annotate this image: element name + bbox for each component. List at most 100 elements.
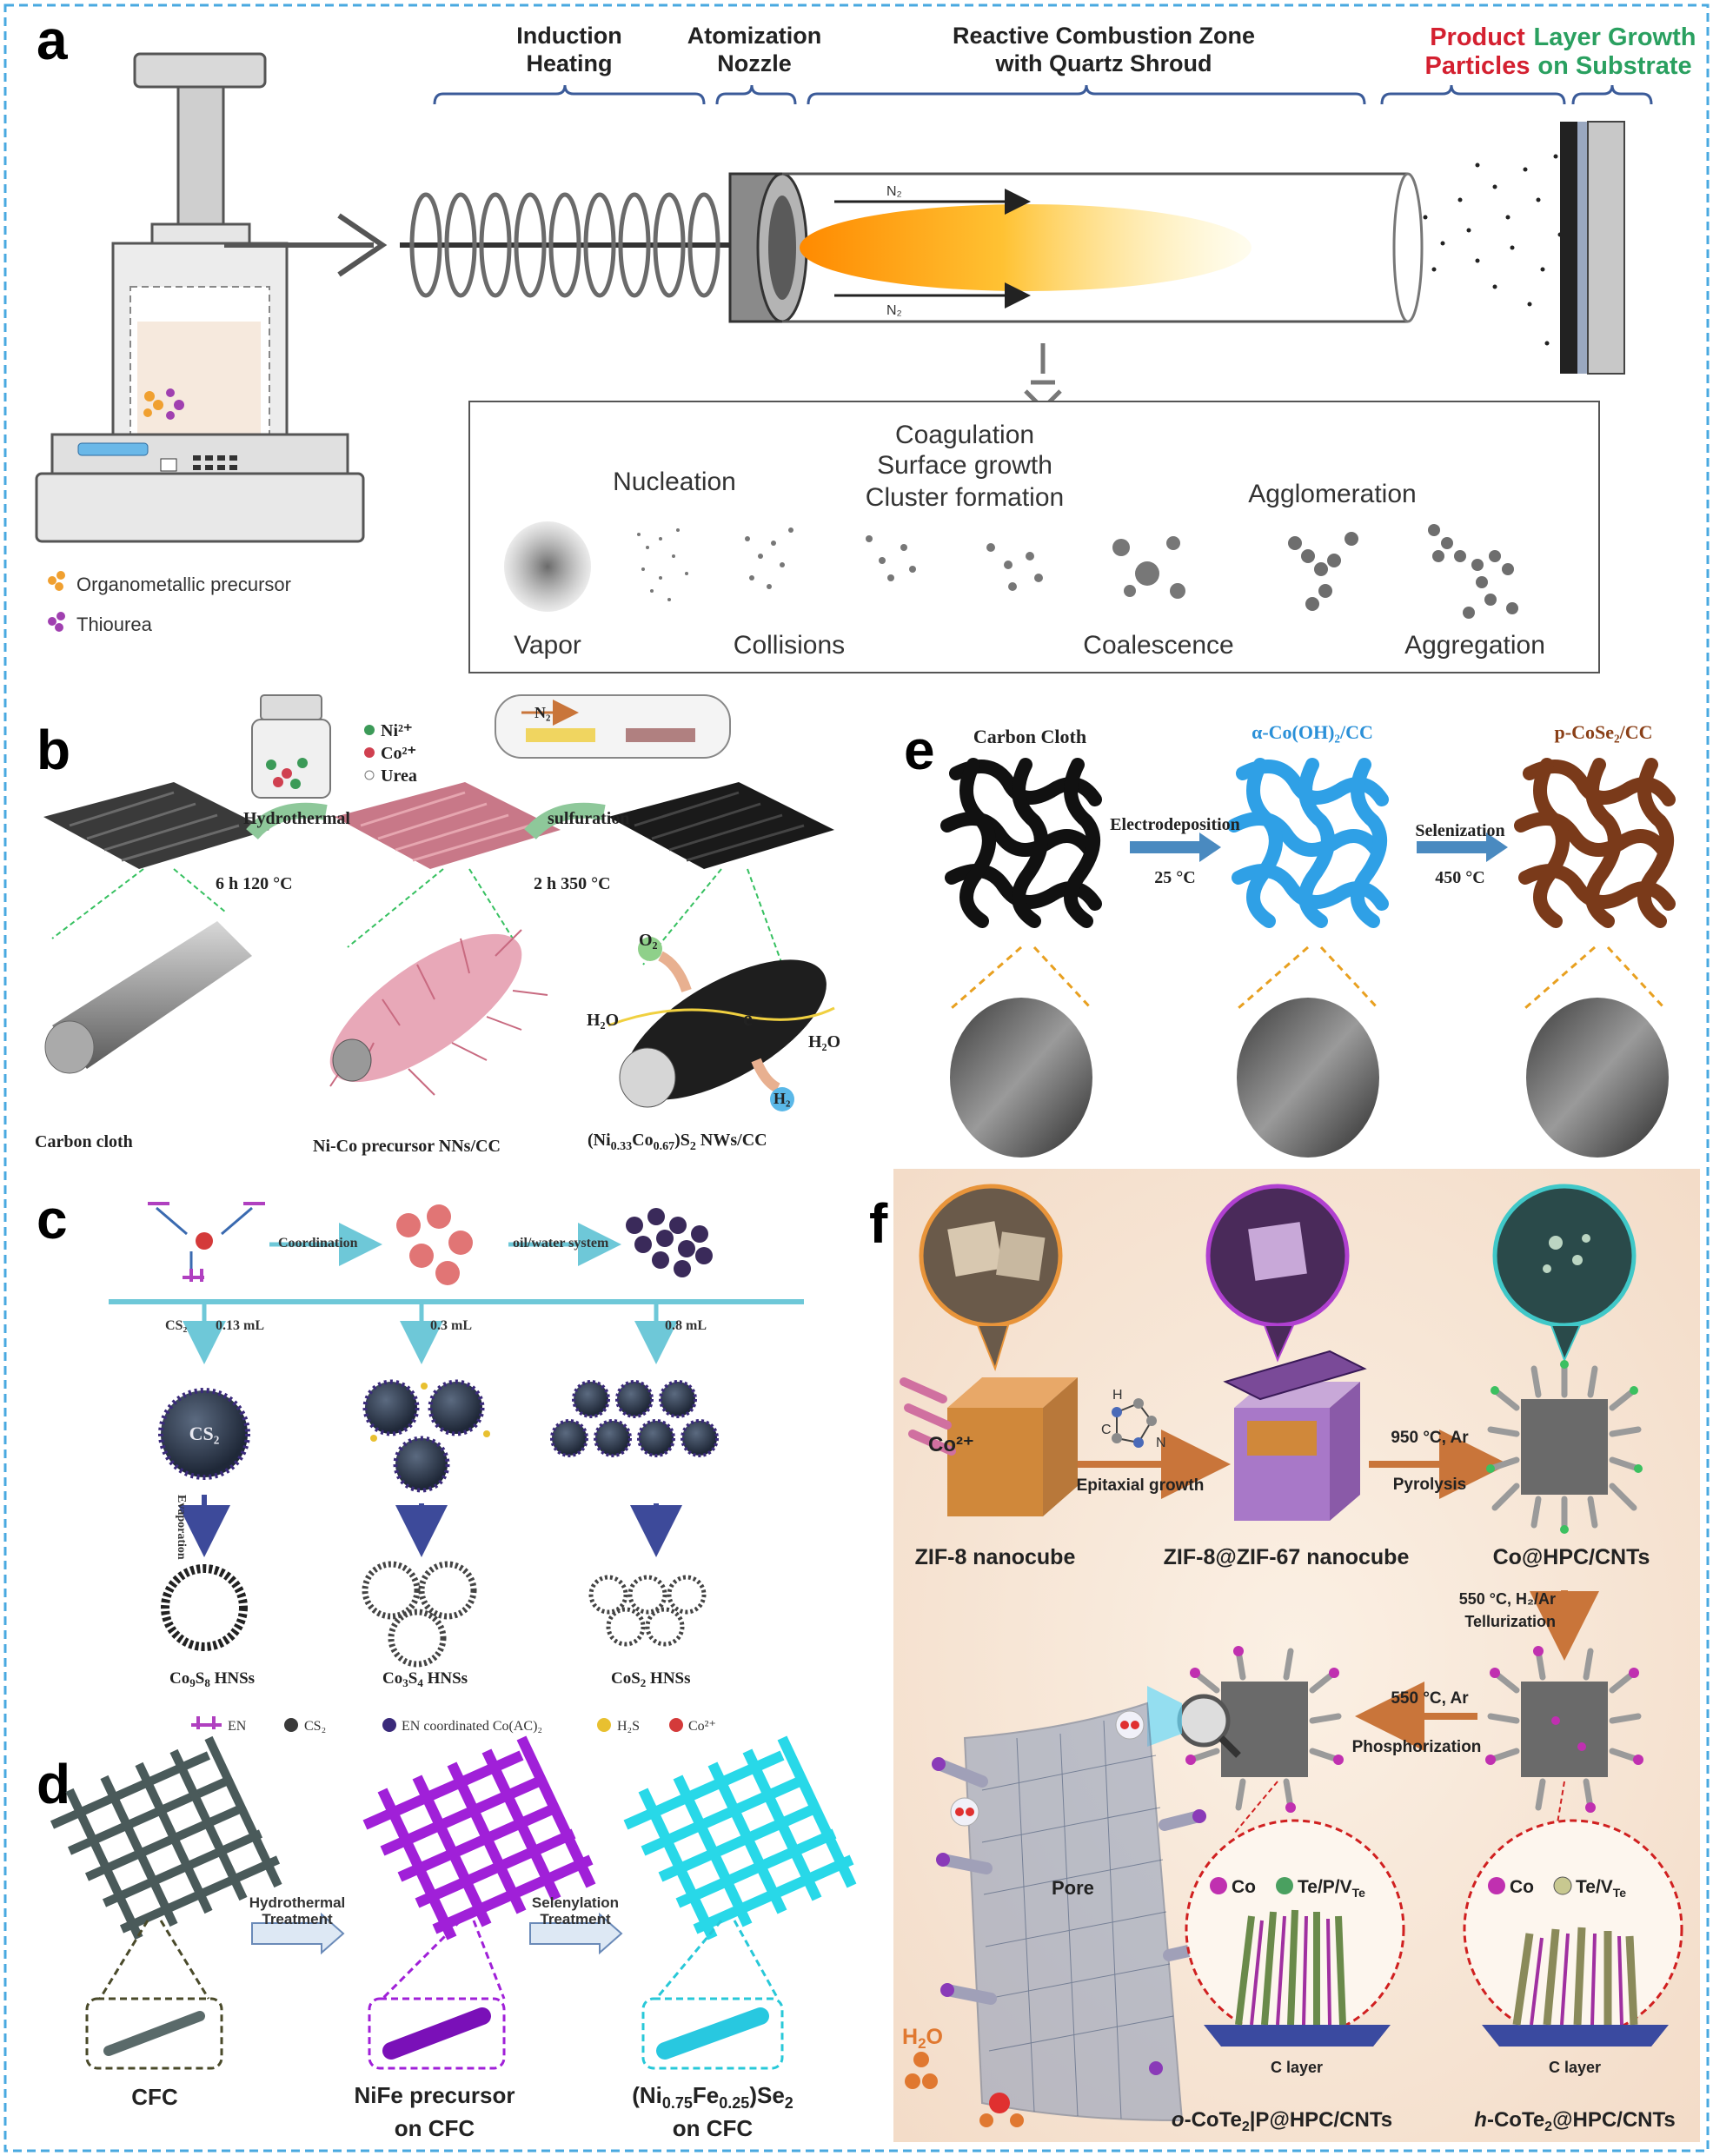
h-cote2-zoom-circle — [1463, 1819, 1683, 2040]
label-hydro-treat-2: Treatment — [262, 1911, 333, 1927]
label-nucleation: Nucleation — [613, 468, 736, 496]
label-coagulation: Coagulation — [895, 421, 1034, 449]
header-combustion-1: Reactive Combustion Zone — [953, 23, 1255, 49]
o-cote2-stack — [1204, 1909, 1391, 2047]
panel-c-label: c — [37, 1188, 68, 1250]
label-pore: Pore — [1052, 1877, 1094, 1899]
h2-bubble — [770, 1087, 794, 1111]
label-hydrothermal: Hydrothermal — [243, 809, 350, 828]
urea-marker — [364, 770, 375, 780]
co-hpc-photo — [1492, 1184, 1637, 1328]
legend-thiourea: Thiourea — [76, 614, 153, 635]
induction-coil — [400, 192, 747, 298]
nifese-zoom-box — [641, 1997, 784, 2070]
ion-co: Co²⁺ — [381, 744, 416, 763]
cooh-mesh — [1227, 758, 1389, 928]
label-cond1: 6 h 120 °C — [216, 874, 293, 893]
cfc-fiber — [103, 2011, 205, 2056]
co3s4-hollow-spheres — [362, 1561, 477, 1668]
caption-precursor: Ni-Co precursor NNs/CC — [313, 1137, 501, 1156]
figure-border — [3, 3, 1710, 2153]
vapor-cloud — [504, 521, 591, 612]
title-carbon-cloth: Carbon Cloth — [973, 726, 1086, 747]
co-atom-icon-1 — [1210, 1877, 1227, 1894]
label-v3: 0.8 mL — [665, 1318, 707, 1333]
panel-b-label: b — [37, 719, 70, 781]
header-atomization-1: Atomization — [687, 23, 822, 49]
label-selen-treat-2: Treatment — [540, 1911, 611, 1927]
magnifier-icon — [1147, 1686, 1241, 1758]
carbon-nanotube-sheet — [932, 1702, 1215, 2122]
legend-enco: EN coordinated Co(AC)₂ — [402, 1719, 542, 1734]
mol-n: N — [1156, 1436, 1166, 1450]
ni-ion-marker — [364, 725, 375, 735]
label-core-cs2: CS₂ — [189, 1423, 220, 1444]
mol-c: C — [1101, 1423, 1112, 1437]
panel-d-label: d — [37, 1753, 70, 1815]
selenization-arrow — [1417, 841, 1486, 853]
label-h2o-left: H₂O — [587, 1011, 619, 1030]
sulfide-nanowires — [608, 959, 835, 1108]
co9s8-hollow-sphere — [161, 1564, 248, 1651]
label-25c: 25 °C — [1154, 868, 1195, 887]
en-co-complex — [148, 1202, 265, 1282]
zif8-zif67-cube — [1223, 1350, 1367, 1521]
caption-nifese-1: (Ni0.75Fe0.25)Se2 — [632, 2082, 793, 2112]
caption-h-cote2: h-CoTe2@HPC/CNTs — [1474, 2108, 1675, 2134]
quartz-tube — [782, 172, 1424, 323]
panel-e: e — [904, 719, 1676, 1158]
caption-nifese-2: on CFC — [673, 2115, 754, 2141]
process-glyphs — [504, 521, 1518, 619]
label-evaporation: Evaporation — [175, 1495, 188, 1560]
caption-cos2: CoS2 HNSs — [611, 1669, 691, 1689]
en-icon — [191, 1716, 222, 1729]
hydrothermal-vessel — [251, 694, 331, 799]
label-surface-growth: Surface growth — [877, 451, 1052, 480]
water-molecules — [905, 2052, 1024, 2127]
label-950c: 950 °C, Ar — [1391, 1429, 1469, 1447]
legend-cs2: CS₂ — [304, 1719, 326, 1734]
caption-cfc: CFC — [131, 2084, 178, 2110]
ion-ni: Ni²⁺ — [381, 721, 413, 740]
zoom-lines-b — [51, 868, 783, 965]
cfc-grid — [50, 1735, 282, 1940]
h2-arrow — [751, 1058, 780, 1093]
n2-top-label: N₂ — [886, 184, 902, 199]
selenylation-treatment-arrow — [529, 1912, 623, 1955]
sulfuration-furnace — [495, 694, 731, 759]
caption-o-cote2: o-CoTe2|P@HPC/CNTs — [1172, 2108, 1392, 2134]
panel-e-label: e — [904, 719, 935, 781]
label-electrodeposition: Electrodeposition — [1110, 815, 1240, 834]
flame — [800, 204, 1252, 291]
label-oilwater: oil/water system — [513, 1236, 609, 1250]
cs2-droplet-large — [158, 1388, 250, 1480]
label-550-ar: 550 °C, Ar — [1391, 1689, 1469, 1708]
hydrothermal-arrow — [246, 802, 328, 840]
down-arrow — [1024, 343, 1062, 412]
label-n2-b: N₂ — [534, 704, 550, 721]
label-450c: 450 °C — [1435, 868, 1484, 887]
o2-bubble — [638, 937, 662, 961]
thiourea-icon — [48, 612, 65, 632]
label-cluster: Cluster formation — [866, 483, 1064, 512]
label-collisions: Collisions — [734, 631, 845, 660]
header-layer-1: Layer Growth — [1534, 23, 1696, 51]
header-braces — [433, 84, 1653, 105]
caption-nife-1: NiFe precursor — [355, 2082, 515, 2108]
caption-co3s4: Co3S4 HNSs — [382, 1669, 468, 1689]
co-ion-marker — [364, 747, 375, 758]
cos2-hollow-spheres — [588, 1575, 707, 1647]
co-atom-icon-2 — [1488, 1877, 1505, 1894]
label-v1: 0.13 mL — [216, 1318, 264, 1333]
sulfide-cloth-swatch — [608, 782, 834, 869]
panel-d: d — [37, 1735, 857, 2070]
carbon-cloth-mesh — [940, 758, 1102, 928]
organometallic-icon — [48, 571, 65, 591]
h2s-legend-icon — [597, 1718, 611, 1732]
zif8-cube — [947, 1377, 1078, 1516]
title-cose2: p-CoSe₂/CC — [1555, 721, 1653, 743]
cs2-droplets-small — [550, 1380, 719, 1457]
carbon-fiber-cylinder — [44, 921, 252, 1074]
panel-a: a Organometallic precursor — [35, 9, 1653, 673]
label-aggregation: Aggregation — [1404, 631, 1545, 660]
